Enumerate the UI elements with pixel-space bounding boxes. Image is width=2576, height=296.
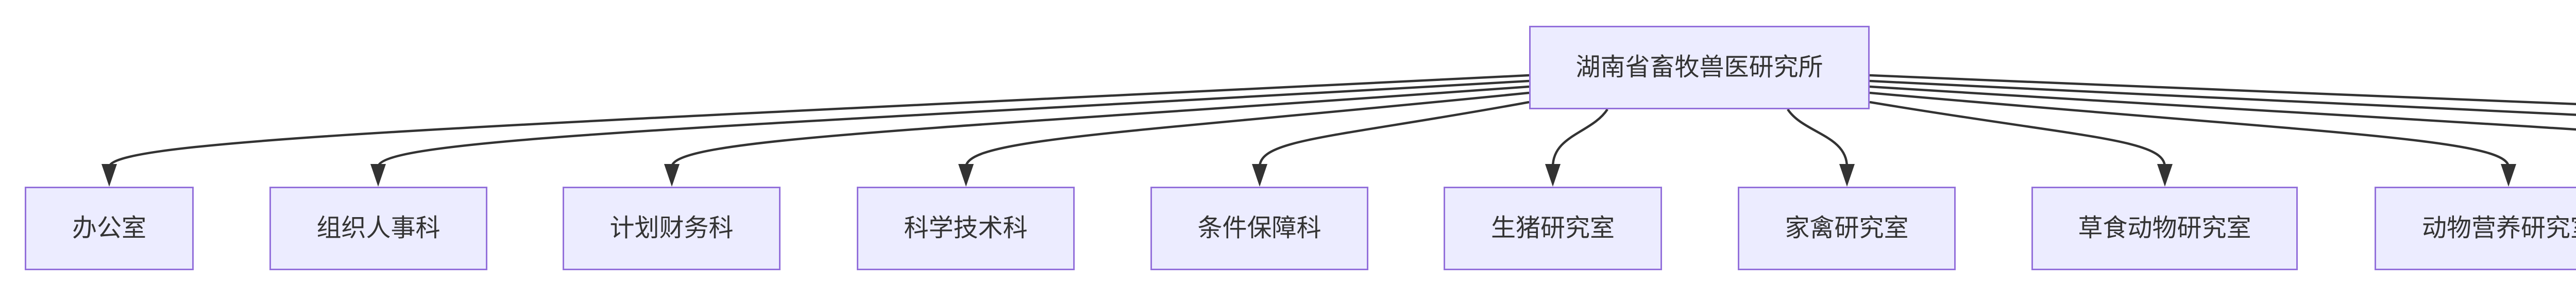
arrowhead-icon [2157,164,2173,187]
org-node: 办公室 [25,187,194,270]
org-edge [1869,74,2576,106]
org-node: 草食动物研究室 [2031,187,2298,270]
org-edge [1258,101,1530,168]
arrowhead-icon [1252,164,1267,187]
org-edge [1869,91,2510,168]
org-edge [1869,85,2576,131]
org-node: 计划财务科 [563,187,781,270]
org-edge [1787,108,1849,168]
org-edge [1869,79,2576,116]
arrowhead-icon [370,164,386,187]
arrowhead-icon [664,164,680,187]
org-edge [670,85,1530,168]
org-edge [377,79,1530,168]
org-edge [1551,108,1608,168]
org-edge [964,91,1530,168]
org-node: 科学技术科 [857,187,1075,270]
org-node: 动物营养研究室 [2375,187,2576,270]
org-node: 生猪研究室 [1444,187,1662,270]
arrowhead-icon [1839,164,1855,187]
arrowhead-icon [958,164,974,187]
org-node-root: 湖南省畜牧兽医研究所 [1529,26,1870,109]
org-edge [108,74,1530,168]
arrowhead-icon [2501,164,2516,187]
arrowhead-icon [1545,164,1561,187]
arrowhead-icon [101,164,117,187]
org-node: 条件保障科 [1150,187,1368,270]
org-edge [1869,101,2166,168]
org-node: 家禽研究室 [1738,187,1956,270]
org-node: 组织人事科 [269,187,487,270]
